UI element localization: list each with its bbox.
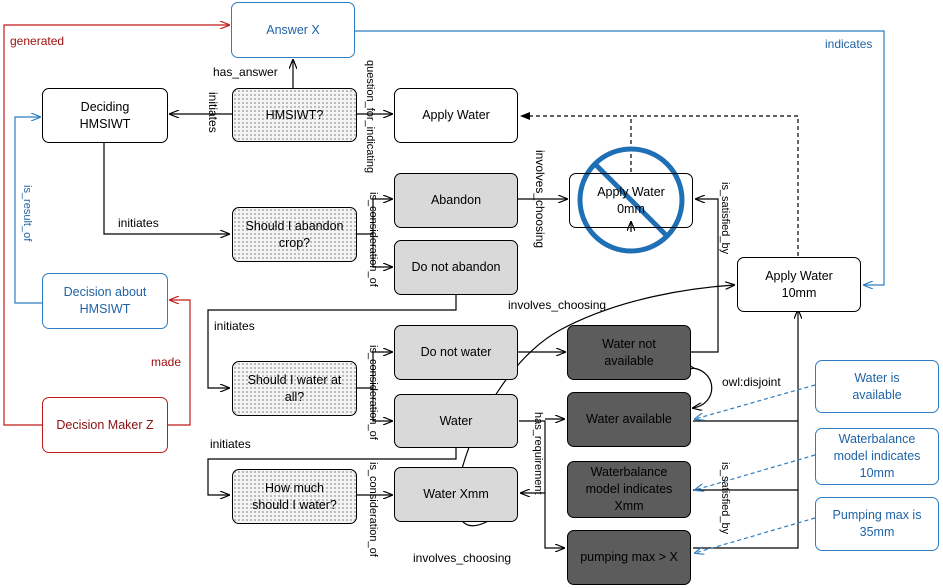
edge-blue-dashed-1 <box>695 384 816 419</box>
label-is-consideration-of-2: is_consideration_of <box>367 345 379 440</box>
node-water-available: Water available <box>567 392 691 447</box>
edge-indicates <box>353 30 885 285</box>
edge-consideration-1a <box>357 199 392 235</box>
node-decision-about: Decision about HMSIWT <box>42 273 168 329</box>
edge-consideration-2b <box>372 388 392 421</box>
label-is-satisfied-by-2: is_satisfied_by <box>719 462 731 535</box>
node-waterbalance-10mm: Waterbalance model indicates 10mm <box>815 428 939 485</box>
node-should-abandon: Should I abandon crop? <box>232 207 357 262</box>
edge-made <box>167 300 191 426</box>
node-answer-x: Answer X <box>231 2 355 58</box>
label-owl-disjoint: owl:disjoint <box>722 375 781 389</box>
prohibition-icon <box>577 146 685 254</box>
node-waterbalance-xmm: Waterbalance model indicates Xmm <box>567 461 691 518</box>
node-water: Water <box>394 394 518 448</box>
label-initiates-1: initiates <box>206 92 220 133</box>
node-apply-water-10mm: Apply Water 10mm <box>737 257 861 312</box>
label-involves-choosing-3: involves_choosing <box>413 551 512 565</box>
label-is-consideration-of-1: is_consideration_of <box>367 192 379 287</box>
edge-initiates-4 <box>207 447 457 495</box>
edge-dashed-10mm <box>631 115 799 256</box>
node-hmsiwt-question: HMSIWT? <box>232 88 357 142</box>
label-has-requirement: has_requirement <box>532 412 544 495</box>
node-deciding-hmsiwt: Deciding HMSIWT <box>42 88 168 143</box>
label-question-for-indicating: question_for_indicating <box>364 60 376 174</box>
node-do-not-abandon: Do not abandon <box>394 240 518 295</box>
label-initiates-2: initiates <box>118 216 159 230</box>
label-initiates-3: initiates <box>214 319 255 333</box>
node-apply-water: Apply Water <box>394 88 518 143</box>
edge-initiates-2 <box>103 143 229 234</box>
node-should-water: Should I water at all? <box>232 361 357 416</box>
label-initiates-4: initiates <box>210 437 251 451</box>
label-is-result-of: is_result_of <box>21 185 33 242</box>
edge-is-satisfied-by-1 <box>691 199 719 353</box>
edge-is-result-of <box>14 117 42 304</box>
label-involves-choosing-1: involves_choosing <box>533 150 547 249</box>
label-is-consideration-of-3: is_consideration_of <box>367 462 379 557</box>
node-water-not-available: Water not available <box>567 325 691 380</box>
node-apply-water-0mm: Apply Water 0mm <box>569 173 693 228</box>
edge-has-requirement-a <box>519 420 564 548</box>
edge-initiates-3 <box>207 294 457 388</box>
node-how-much: How much should I water? <box>232 469 357 524</box>
edge-dashed-0mm <box>520 112 632 172</box>
label-generated: generated <box>10 34 65 48</box>
edge-is-satisfied-by-2 <box>693 310 798 549</box>
node-water-xmm: Water Xmm <box>394 467 518 522</box>
node-water-is-available: Water is available <box>815 360 939 413</box>
node-pumping-max-x: pumping max > X <box>567 530 691 585</box>
label-made: made <box>151 355 182 369</box>
edge-consideration-2a <box>357 352 392 389</box>
label-has-answer: has_answer <box>213 65 278 79</box>
node-do-not-water: Do not water <box>394 325 518 380</box>
edge-consideration-1b <box>372 234 392 267</box>
label-involves-choosing-2: involves_choosing <box>508 298 607 312</box>
node-decision-maker-z: Decision Maker Z <box>42 397 168 453</box>
edge-owl-disjoint <box>693 368 713 408</box>
edge-blue-dashed-2 <box>695 454 816 490</box>
node-pumping-max-35: Pumping max is 35mm <box>815 497 939 551</box>
label-is-satisfied-by-1: is_satisfied_by <box>719 182 731 255</box>
edge-generated <box>3 25 229 426</box>
node-abandon: Abandon <box>394 173 518 228</box>
label-indicates: indicates <box>825 37 873 51</box>
